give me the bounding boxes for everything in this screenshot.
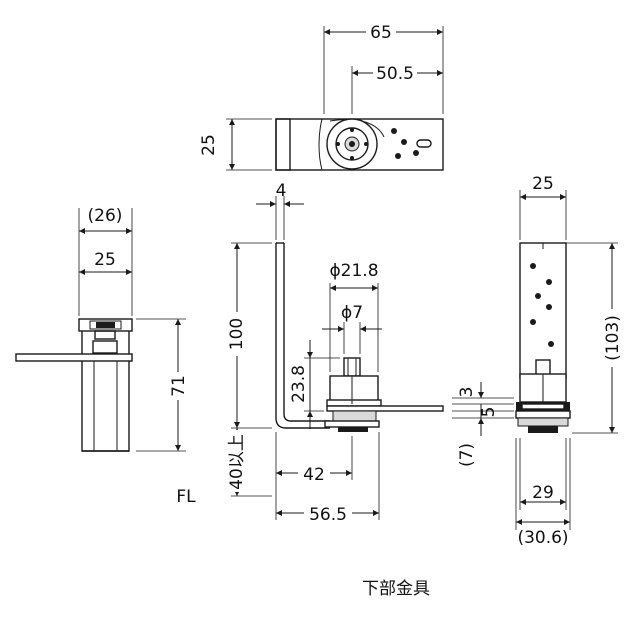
screw-hole-icon bbox=[413, 150, 419, 156]
dim-top-width: 65 bbox=[370, 23, 392, 43]
dim-right-height: (103) bbox=[603, 315, 623, 361]
dim-flange-7: (7) bbox=[457, 443, 477, 467]
left-plate bbox=[15, 353, 133, 362]
dim-plate-thickness: 4 bbox=[276, 181, 287, 201]
front-plate bbox=[326, 405, 444, 412]
screw-hole-icon bbox=[530, 263, 536, 269]
dim-pin-diameter: ϕ7 bbox=[341, 303, 363, 323]
top-view: 65 50.5 25 bbox=[199, 21, 444, 171]
dim-flange-5: 5 bbox=[479, 407, 499, 418]
l-arm-inner bbox=[283, 243, 330, 422]
dim-flange-3: 3 bbox=[457, 387, 477, 398]
screw-hole-icon bbox=[391, 128, 397, 134]
dim-pivot-offset: 42 bbox=[303, 465, 325, 485]
floor-level-label: FL bbox=[176, 487, 196, 507]
dim-arm-height: 100 bbox=[227, 318, 247, 350]
screw-hole-icon bbox=[395, 153, 401, 159]
dim-min-height: 40以上 bbox=[227, 434, 247, 490]
front-view: 4 ϕ21.8 ϕ7 23.8 100 40以上 FL 42 56.5 bbox=[176, 181, 444, 525]
dim-right-width: 25 bbox=[532, 174, 554, 194]
left-view: (26) 25 71 bbox=[15, 206, 189, 452]
dim-left-height: 71 bbox=[169, 375, 189, 397]
screw-hole-icon bbox=[548, 341, 554, 347]
dim-left-inner-width: 25 bbox=[94, 250, 116, 270]
right-view: 25 (103) 3 5 (7) 29 (30.6) bbox=[452, 174, 624, 548]
screw-hole-icon bbox=[535, 293, 541, 299]
screw-hole-icon bbox=[401, 139, 407, 145]
screw-hole-icon bbox=[546, 279, 552, 285]
dim-left-outer-width: (26) bbox=[88, 206, 123, 226]
dim-bottom-outer: (30.6) bbox=[517, 528, 568, 548]
dim-top-offset: 50.5 bbox=[376, 64, 414, 84]
drawing-caption: 下部金具 bbox=[362, 579, 430, 599]
l-arm-outer bbox=[275, 243, 330, 429]
slot-hole bbox=[416, 139, 432, 148]
dim-pivot-height: 23.8 bbox=[289, 365, 309, 403]
dim-pivot-diameter: ϕ21.8 bbox=[329, 261, 378, 281]
screw-hole-icon bbox=[530, 319, 536, 325]
dim-top-height: 25 bbox=[199, 134, 219, 156]
dim-bottom-inner: 29 bbox=[532, 483, 554, 503]
dim-arm-length: 56.5 bbox=[309, 505, 347, 525]
screw-hole-icon bbox=[546, 304, 552, 310]
